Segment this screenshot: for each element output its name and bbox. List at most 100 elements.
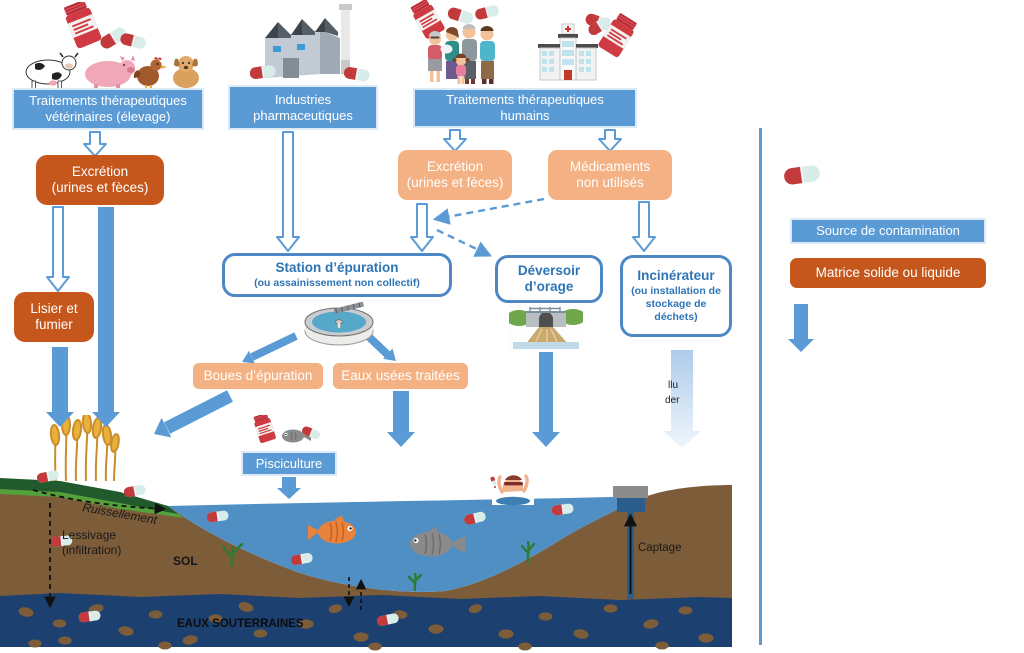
pill-capsule-icon: [342, 66, 371, 83]
incinerateur-title: Incinérateur: [637, 268, 715, 284]
incinerator-arrow-fragment-2: der: [665, 395, 680, 406]
blue-block-arrows: [46, 207, 814, 499]
arrow-deversoir-to-water: [532, 352, 560, 447]
eaux-usees-label: Eaux usées traitées: [341, 367, 460, 383]
arrow-humans-to-excretion: [443, 129, 467, 152]
deversoir-line2: d’orage: [524, 279, 574, 294]
arrow-excretion-to-field: [92, 207, 120, 427]
veterinary-icon-cluster: [25, 2, 199, 90]
arrow-eaux-usees-to-water: [387, 391, 415, 447]
dashed-medicaments-to-sewer: [432, 197, 545, 225]
veterinary-label-line1: Traitements thérapeutiques: [29, 93, 187, 109]
legend-source-label: Source de contamination: [816, 223, 960, 239]
source-box-industries: Industries pharmaceutiques: [228, 85, 378, 130]
dog-icon: [173, 56, 199, 88]
arrow-industries-to-station: [276, 131, 300, 252]
box-pisciculture: Pisciculture: [241, 451, 337, 476]
lisier-line2: fumier: [35, 317, 73, 332]
pill-capsule-icon: [446, 6, 475, 26]
arrow-tank-to-boues-shaft: [250, 332, 298, 361]
medicaments-line2: non utilisés: [576, 175, 644, 190]
humans-icon-cluster: [408, 0, 639, 84]
station-title: Station d’épuration: [275, 260, 399, 276]
lessivage-label-line1: Lessivage: [62, 528, 116, 542]
industries-label-line1: Industries: [274, 91, 332, 107]
arrow-tank-to-boues-head: [242, 350, 255, 364]
arrow-humans-to-medicaments: [598, 129, 622, 152]
box-vet-excretion: Excrétion (urines et fèces): [36, 155, 164, 205]
swimmer-icon: [489, 465, 534, 506]
arrow-lisier-to-field: [46, 347, 74, 427]
dashed-medicaments-to-deversoir: [436, 228, 493, 257]
legend-capsule-icon: [783, 164, 821, 186]
ruissellement-arrow: [32, 489, 167, 515]
incinerator-arrow-fragment-1: llu: [668, 380, 679, 391]
arrow-tank-to-eaux-head: [383, 348, 396, 361]
factory-icon-cluster: [249, 4, 371, 83]
arrow-medicaments-to-incinerateur: [632, 201, 656, 252]
vet-excretion-line1: Excrétion: [71, 163, 129, 179]
seaweed-icon: [221, 540, 536, 592]
pill-capsule-icon: [474, 4, 500, 21]
arrow-boues-to-field-head: [154, 417, 172, 438]
cow-icon: [25, 52, 79, 90]
source-box-veterinary: Traitements thérapeutiques vétérinaires …: [12, 88, 204, 130]
water-shape: [168, 496, 648, 592]
box-deversoir-orage: Déversoir d’orage: [495, 255, 603, 303]
pig-icon: [85, 55, 135, 90]
humans-label-line2: humains: [500, 108, 550, 123]
incinerateur-subtitle: (ou installation de stockage de déchets): [631, 284, 721, 323]
box-medicaments-non-utilises: Médicaments non utilisés: [548, 150, 672, 200]
arrow-vet-to-excretion: [83, 131, 107, 157]
gray-fish-icon: [282, 429, 311, 443]
human-excretion-line1: Excrétion: [426, 158, 484, 174]
source-box-humans: Traitements thérapeutiques humains: [413, 88, 637, 128]
box-incinerateur: Incinérateur (ou installation de stockag…: [620, 255, 732, 337]
humans-label-line1: Traitements thérapeutiques: [446, 92, 604, 108]
factory-icon: [265, 4, 352, 78]
station-subtitle: (ou assainissement non collectif): [254, 276, 420, 289]
arrow-pisciculture-to-water: [277, 477, 301, 499]
groundwater-shape: [0, 593, 732, 647]
landscape-cross-section: Ruissellement Lessivage (infiltration) S…: [0, 415, 732, 651]
veterinary-label-line2: vétérinaires (élevage): [45, 109, 171, 124]
pill-bottle-icon: [61, 2, 103, 50]
lisier-line1: Lisier et: [30, 300, 78, 316]
captage-label: Captage: [638, 542, 681, 554]
arrow-incinerateur-emissions: [663, 350, 701, 448]
arrow-legend: [788, 304, 814, 352]
box-human-excretion: Excrétion (urines et fèces): [398, 150, 512, 200]
pill-capsule-icon: [249, 64, 277, 80]
arrow-tank-to-eaux-shaft: [365, 333, 391, 358]
box-station-epuration: Station d’épuration (ou assainissement n…: [222, 253, 452, 297]
grass-band: [0, 478, 178, 514]
deversoir-line1: Déversoir: [517, 262, 581, 278]
boues-label: Boues d’épuration: [203, 367, 313, 383]
orange-fish-icon: [308, 515, 356, 544]
grass-light-strip: [0, 489, 184, 518]
medicaments-line1: Médicaments: [569, 158, 651, 174]
box-lisier-fumier: Lisier et fumier: [14, 292, 94, 342]
treatment-tank-icon: [304, 301, 374, 346]
hospital-icon: [538, 23, 598, 81]
human-excretion-line2: (urines et fèces): [406, 175, 504, 190]
pisciculture-label: Pisciculture: [255, 455, 323, 471]
captage-well-icon: [613, 486, 648, 599]
lessivage-label-line2: (infiltration): [62, 543, 121, 557]
storm-overflow-image: [509, 304, 583, 351]
box-boues-epuration: Boues d’épuration: [193, 363, 323, 389]
box-eaux-usees: Eaux usées traitées: [333, 363, 468, 389]
arrow-boues-to-field-shaft: [164, 390, 233, 434]
gray-fish-icon: [410, 526, 465, 557]
arrow-excretion-to-station: [410, 203, 434, 252]
arrow-excretion-to-lisier: [46, 206, 70, 292]
chicken-icon: [133, 57, 167, 90]
family-icon: [428, 24, 495, 84]
sol-label: SOL: [173, 554, 198, 568]
industries-label-line2: pharmaceutiques: [253, 107, 353, 123]
legend-source-box: Source de contamination: [790, 218, 986, 244]
legend-matrice-box: Matrice solide ou liquide: [790, 258, 986, 288]
eaux-souterraines-label: EAUX SOUTERRAINES: [177, 618, 304, 630]
